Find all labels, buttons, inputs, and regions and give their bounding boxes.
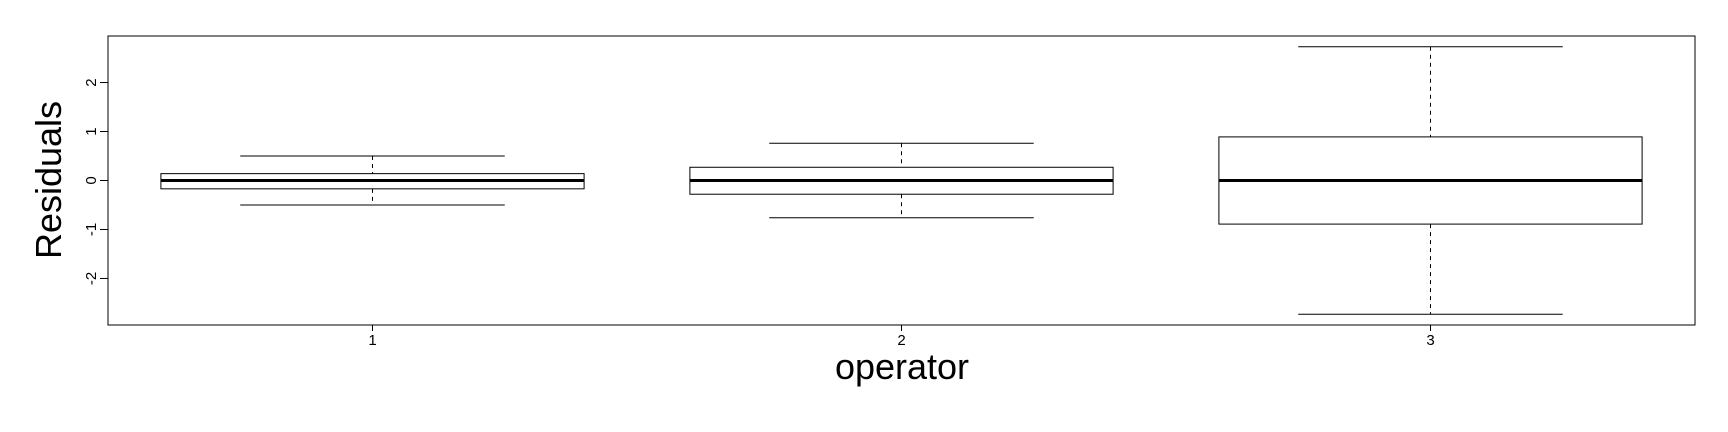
box-group-2 xyxy=(689,142,1114,219)
y-tick-label--1: -1 xyxy=(83,223,100,236)
x-axis-title: operator xyxy=(835,346,969,387)
x-tick-label-2: 2 xyxy=(897,332,905,349)
box-group-1 xyxy=(160,155,585,206)
x-tick-label-3: 3 xyxy=(1426,332,1434,349)
box-group-3 xyxy=(1218,46,1643,315)
y-axis-title: Residuals xyxy=(28,101,69,259)
y-tick-label-2: 2 xyxy=(83,78,100,86)
x-axis-ticks: 1 2 3 xyxy=(368,325,1435,349)
y-tick-label-0: 0 xyxy=(83,176,100,184)
y-tick-label--2: -2 xyxy=(83,272,100,285)
y-tick-label-1: 1 xyxy=(83,127,100,135)
y-axis-ticks: -2 -1 0 1 2 xyxy=(83,78,108,285)
boxplot-boxes xyxy=(160,46,1643,315)
x-tick-label-1: 1 xyxy=(368,332,376,349)
